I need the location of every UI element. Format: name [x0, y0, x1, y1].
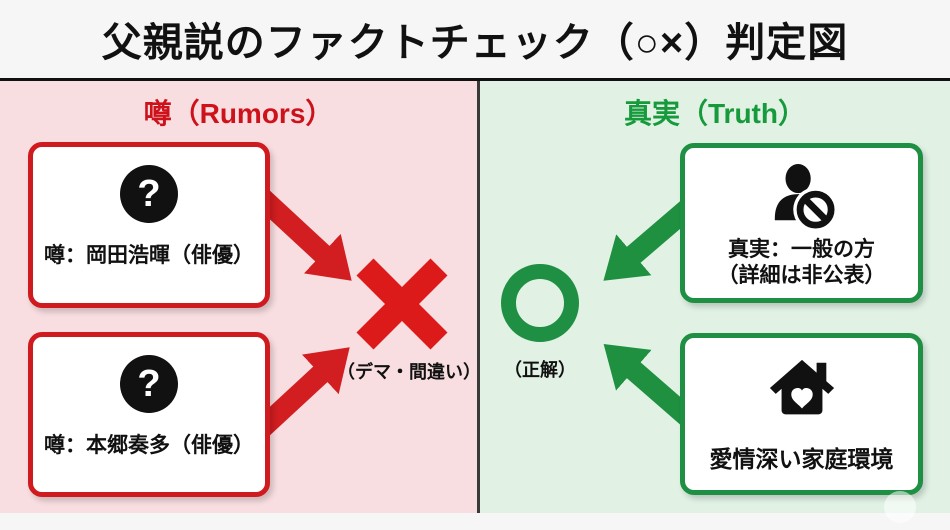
cross-mark-label: （デマ・間違い） [337, 362, 481, 382]
circle-mark-label: （正解） [504, 360, 576, 380]
cross-mark-icon [354, 256, 450, 357]
page-title: 父親説のファクトチェック（○×）判定図 [101, 21, 849, 65]
house-heart-icon [769, 359, 834, 415]
title-bar: 父親説のファクトチェック（○×）判定図 [0, 0, 950, 81]
truth-box-1-label: 真実：一般の方 （詳細は非公表） [718, 237, 886, 289]
rumor-box-1-label: 噂：岡田浩暉（俳優） [44, 244, 254, 267]
footer-strip [0, 513, 950, 530]
watermark-blob [884, 491, 916, 523]
question-icon: ? [120, 355, 178, 413]
question-icon: ? [120, 165, 178, 223]
question-glyph: ? [137, 362, 161, 405]
panel-divider [477, 81, 480, 513]
truth-heading: 真実（Truth） [624, 98, 806, 129]
question-glyph: ? [137, 172, 161, 215]
rumor-box-1: ? 噂：岡田浩暉（俳優） [28, 142, 270, 308]
circle-mark-icon [501, 264, 579, 342]
truth-box-1-line2: （詳細は非公表） [717, 264, 886, 287]
person-ban-icon [774, 164, 835, 230]
truth-box-1: 真実：一般の方 （詳細は非公表） [680, 143, 923, 303]
rumor-box-2-label: 噂：本郷奏多（俳優） [44, 434, 254, 457]
truth-box-2: 愛情深い家庭環境 [680, 333, 923, 495]
rumors-heading: 噂（Rumors） [143, 98, 334, 129]
rumor-box-2: ? 噂：本郷奏多（俳優） [28, 332, 270, 497]
truth-box-2-label: 愛情深い家庭環境 [709, 446, 894, 472]
truth-box-1-line1: 真実：一般の方 [728, 238, 875, 261]
